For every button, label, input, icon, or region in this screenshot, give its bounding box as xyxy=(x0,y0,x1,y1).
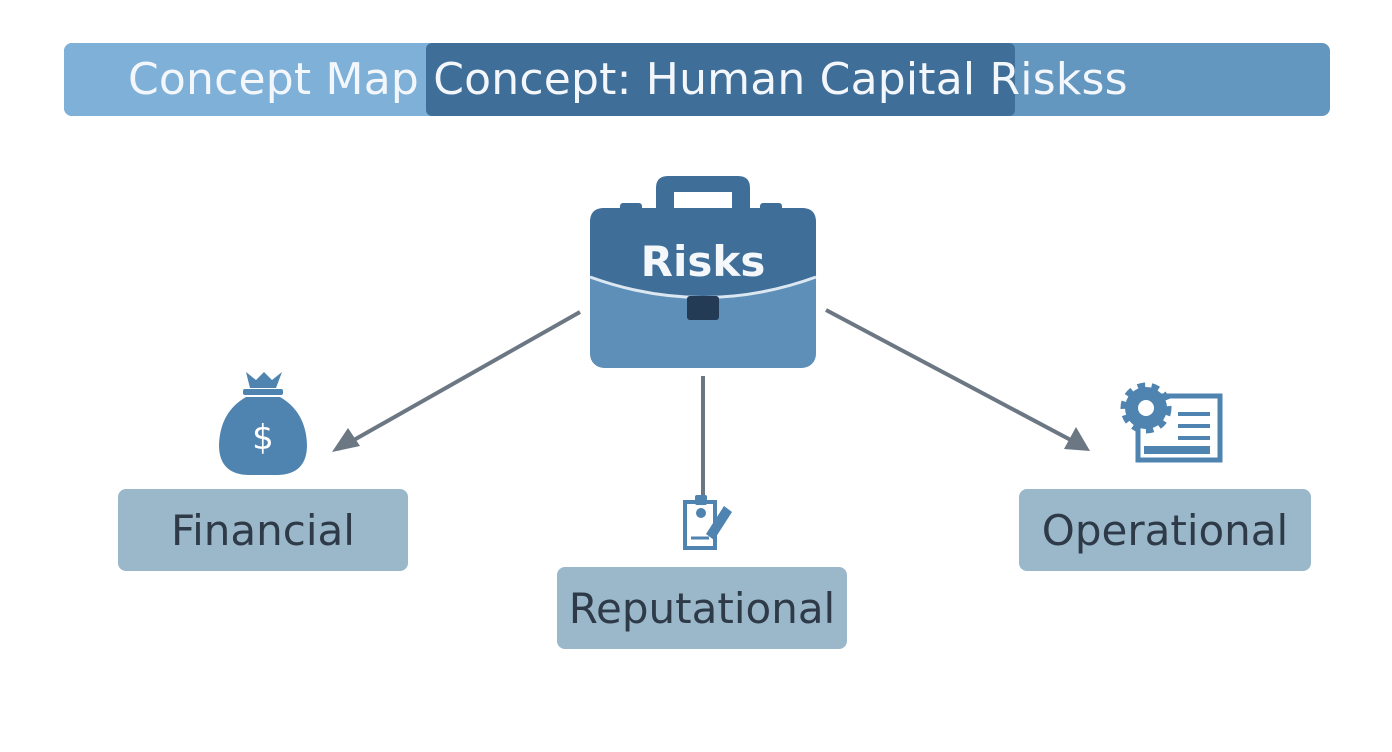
node-reputational: Reputational xyxy=(557,567,847,649)
svg-text:$: $ xyxy=(252,418,274,458)
gear-document-icon xyxy=(1120,382,1223,463)
money-bag-icon: $ xyxy=(219,372,307,475)
node-financial: Financial xyxy=(118,489,408,571)
node-operational-label: Operational xyxy=(1041,505,1289,555)
node-reputational-label: Reputational xyxy=(568,583,836,633)
arrow-to-operational xyxy=(825,308,1083,448)
arrow-to-financial xyxy=(337,310,581,451)
central-node-label: Risks xyxy=(640,237,766,286)
node-financial-label: Financial xyxy=(171,505,355,555)
arrow-head-operational xyxy=(1064,427,1090,451)
document-pen-icon xyxy=(683,495,732,550)
arrow-head-financial xyxy=(332,428,360,452)
title-bar-left-segment xyxy=(64,43,434,116)
node-operational: Operational xyxy=(1019,489,1311,571)
title-bar: Concept Map Concept: Human Capital Risks… xyxy=(64,43,1330,116)
briefcase-icon xyxy=(589,176,817,368)
title-bar-highlight-segment xyxy=(426,43,1015,116)
diagram-title: Concept Map Concept: Human Capital Risks… xyxy=(128,54,1128,105)
